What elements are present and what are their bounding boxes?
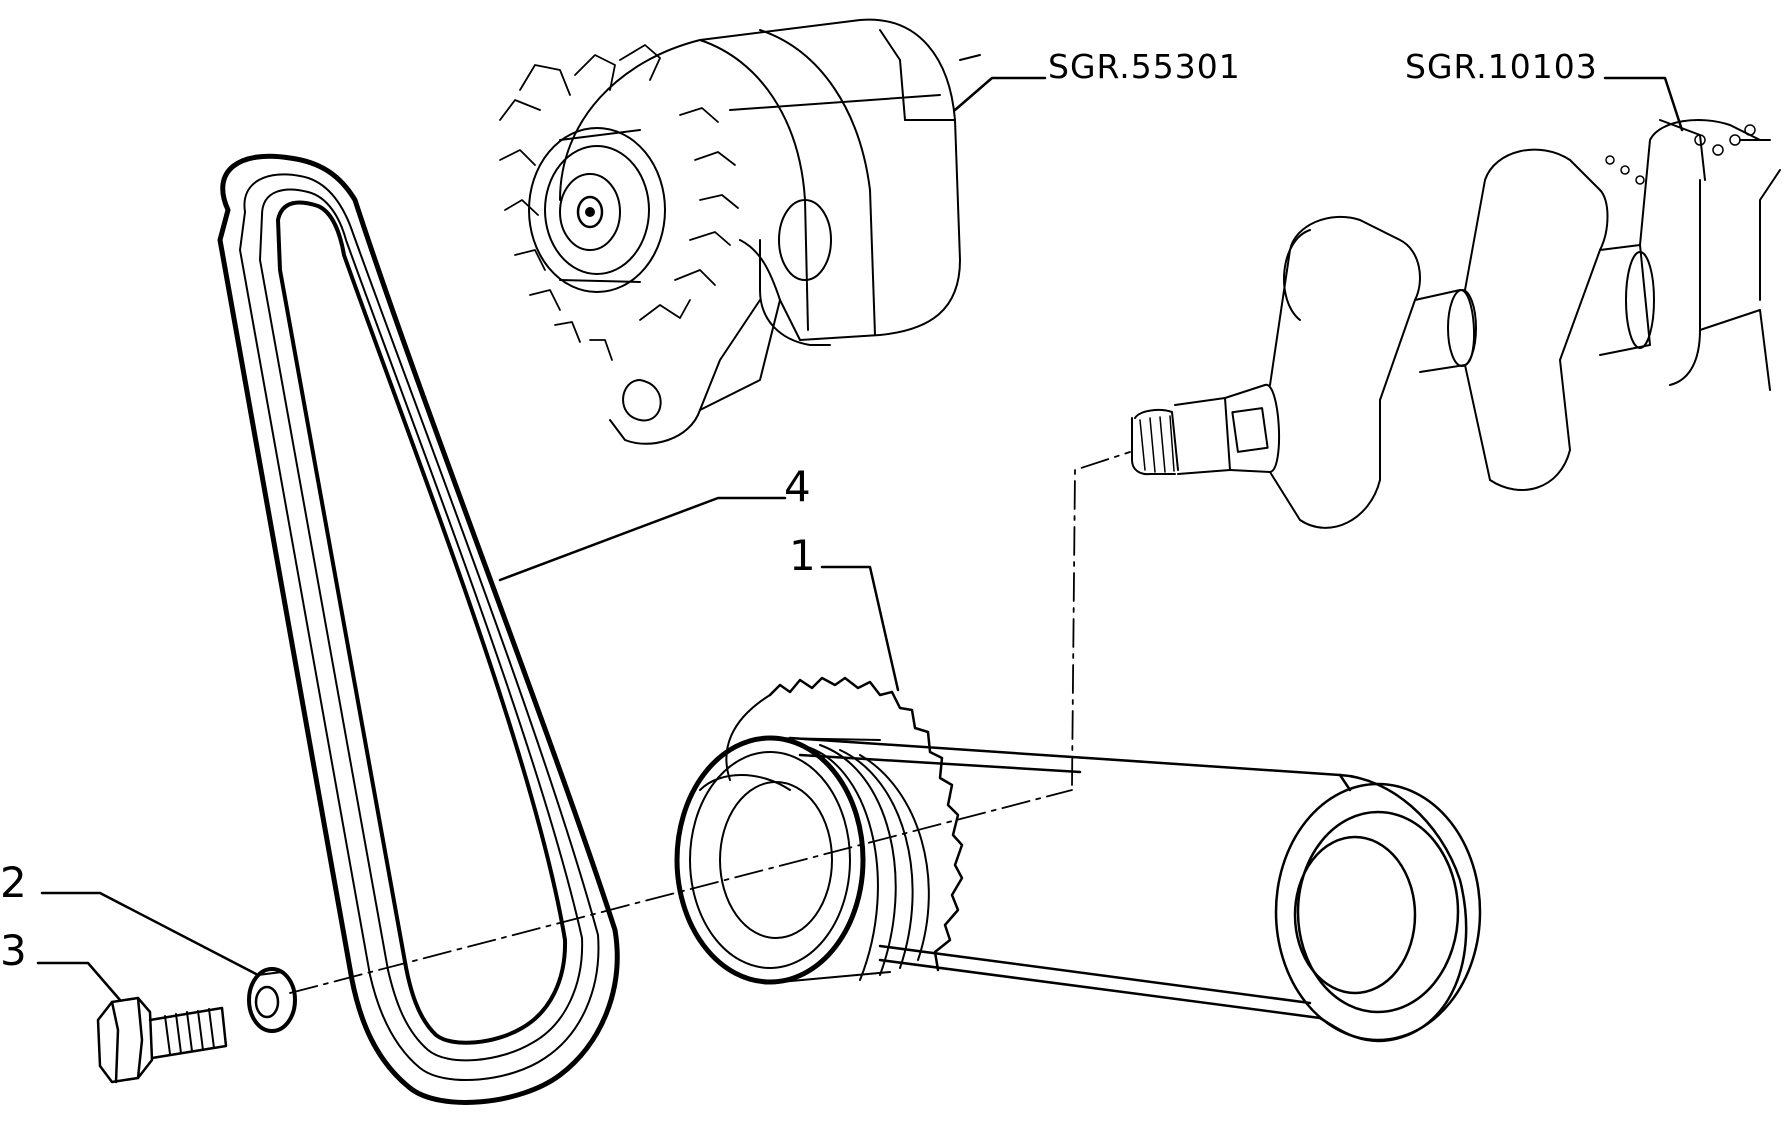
crankshaft-reference: SGR.10103 — [1405, 47, 1598, 86]
callout-washer: 2 — [0, 858, 27, 907]
leader-lines — [36, 76, 1684, 1002]
callout-pulley: 1 — [789, 531, 816, 580]
leader-washer — [40, 891, 260, 977]
callout-belt: 4 — [784, 462, 811, 511]
leader-crankshaft — [1603, 76, 1684, 132]
leader-bolt — [36, 961, 122, 1002]
leader-pulley — [820, 565, 900, 692]
crankshaft — [1131, 119, 1781, 529]
bolt — [96, 996, 228, 1084]
callout-bolt: 3 — [0, 926, 27, 975]
washer — [247, 967, 297, 1033]
alternator-reference: SGR.55301 — [1048, 47, 1241, 86]
accessory-belt-drive — [788, 736, 1482, 1043]
poly-v-belt — [217, 153, 620, 1105]
leader-alternator — [953, 76, 1047, 112]
assembly-axis — [289, 451, 1131, 994]
leader-belt — [498, 496, 787, 582]
alternator — [499, 18, 981, 445]
